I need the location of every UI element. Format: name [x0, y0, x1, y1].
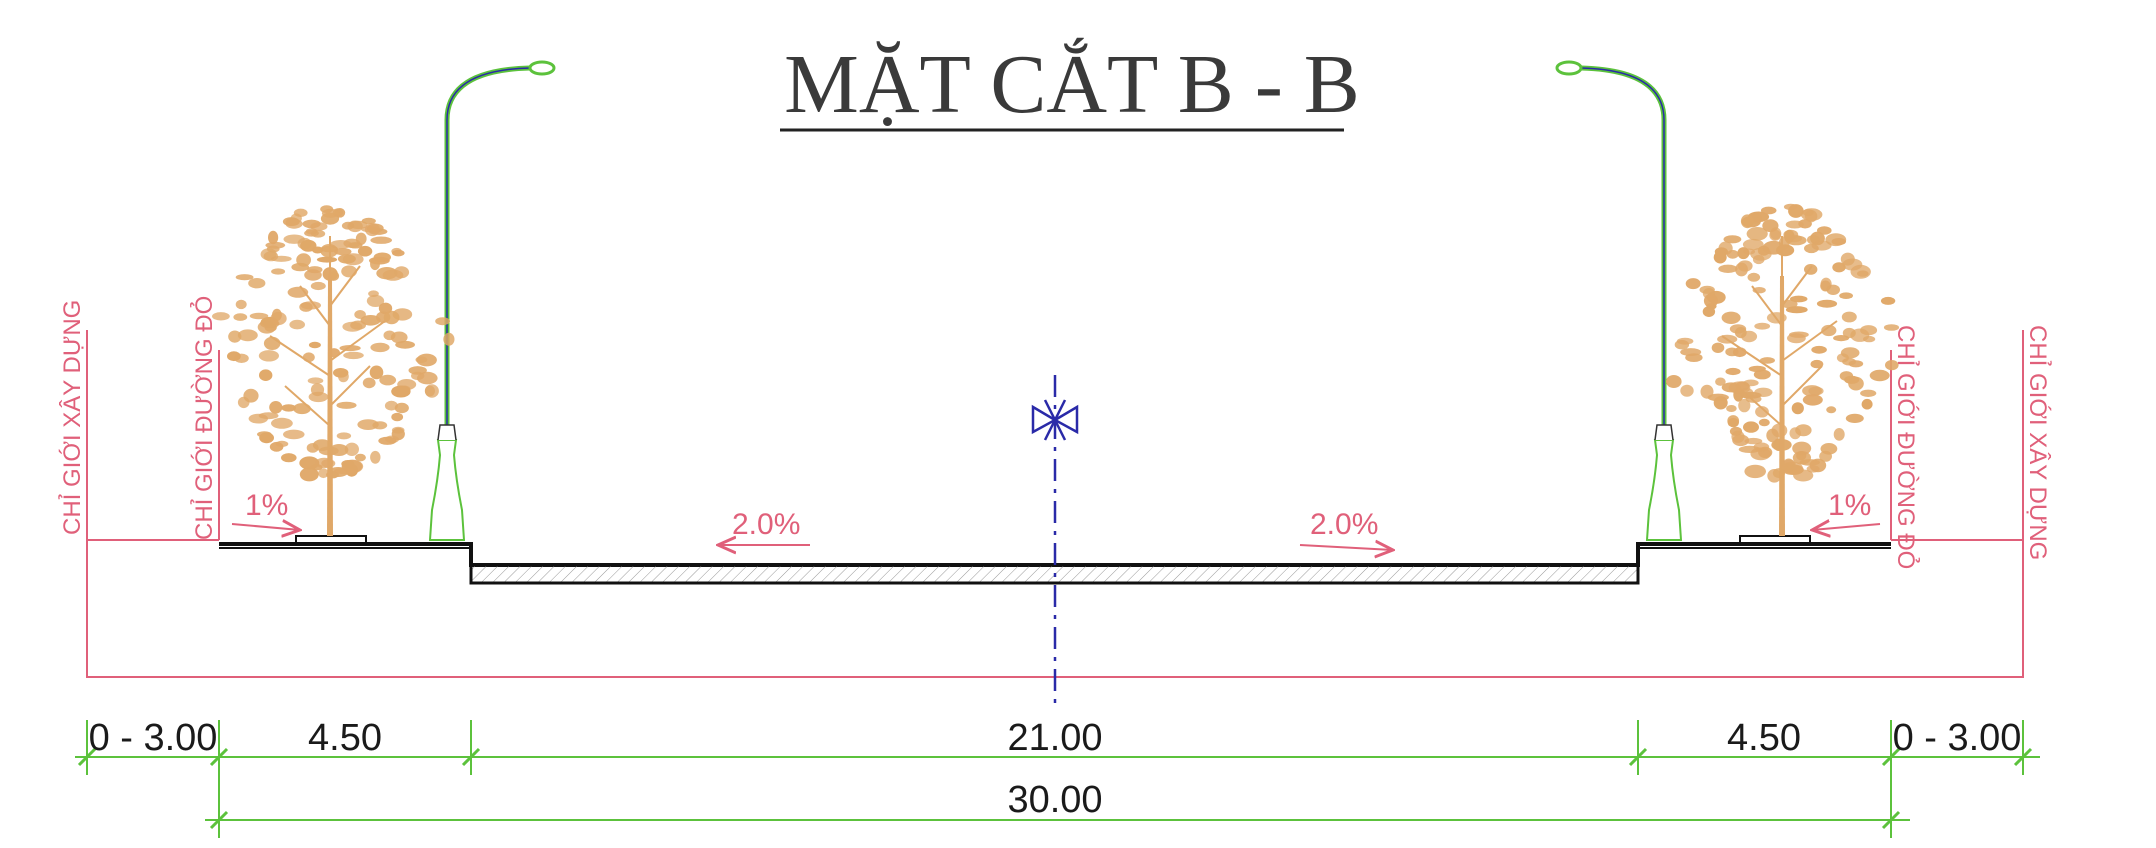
left-setback-dimension: 0 - 3.00: [89, 717, 218, 759]
street-lamp-icon: [1555, 60, 1683, 541]
right-carriageway-slope: 2.0%: [1299, 508, 1393, 550]
total-width-dimension: 30.00: [1007, 779, 1102, 821]
left-sidewalk-slope: 1%: [231, 489, 300, 530]
left-carriageway-slope: 2.0%: [718, 508, 810, 545]
street-lamp-icon: [428, 60, 556, 541]
right-setback-dimension: 0 - 3.00: [1893, 717, 2022, 759]
tree-icon: [212, 205, 455, 536]
right-building-line-label: CHỈ GIỚI XÂY DỰNG: [2024, 325, 2053, 560]
dimension-lines: [75, 720, 2040, 838]
page-title: MẶT CẮT B - B: [784, 36, 1360, 131]
centerline-marker-icon: [1031, 399, 1079, 441]
right-sidewalk-dimension: 4.50: [1727, 717, 1801, 759]
left-sidewalk-dimension: 4.50: [308, 717, 382, 759]
right-sidewalk-slope-label: 1%: [1828, 489, 1871, 522]
tree-icon: [1666, 203, 1900, 536]
carriageway-dimension: 21.00: [1007, 717, 1102, 759]
left-sidewalk-slope-label: 1%: [245, 489, 288, 522]
right-carriageway-slope-label: 2.0%: [1310, 508, 1378, 541]
left-building-line-label: CHỈ GIỚI XÂY DỰNG: [57, 300, 86, 535]
left-carriageway-slope-label: 2.0%: [732, 508, 800, 541]
right-tree-pit: [1739, 535, 1811, 545]
right-sidewalk-slope: 1%: [1812, 489, 1881, 530]
left-red-line-label: CHỈ GIỚI ĐƯỜNG ĐỎ: [189, 296, 218, 540]
